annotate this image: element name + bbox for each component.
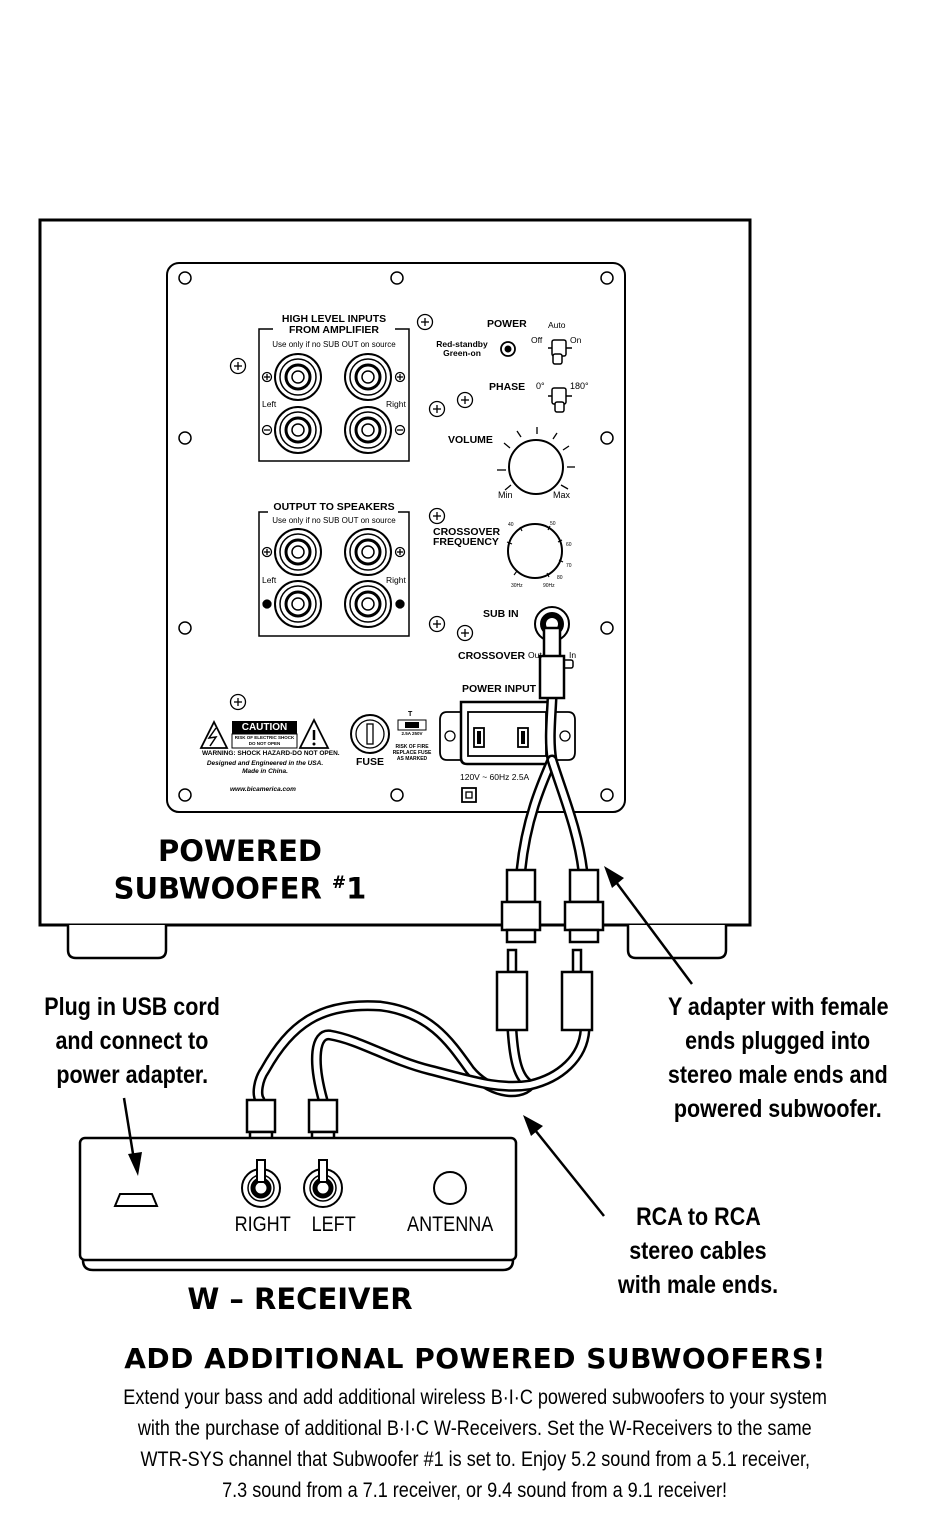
- power-label: POWER: [487, 318, 527, 330]
- antenna-jack[interactable]: [433, 1171, 467, 1205]
- footer-heading: ADD ADDITIONAL POWERED SUBWOOFERS!: [124, 1342, 826, 1375]
- high-level-right-label: Right: [386, 399, 406, 409]
- powered-subwoofer-title: POWERED SUBWOOFER #1: [113, 834, 367, 906]
- fuse-label: FUSE: [356, 756, 385, 768]
- rca-male-ends: [495, 948, 594, 1032]
- freq-tick-90hz: 90Hz: [543, 583, 555, 589]
- lightning-warning-icon: [199, 719, 229, 749]
- right-rca-jack[interactable]: [241, 1159, 281, 1208]
- fuse-rating-text: 2.5A 250V: [401, 731, 423, 736]
- amplifier-panel: [166, 262, 626, 813]
- fuse-holder[interactable]: [350, 714, 390, 754]
- w-receiver-title: W – RECEIVER: [187, 1282, 413, 1316]
- power-off-label: Off: [531, 335, 543, 345]
- caution-label-box: [232, 721, 297, 734]
- crossover-in-label: In: [569, 650, 577, 660]
- y-adapter-plug: [538, 626, 566, 700]
- freq-tick-30hz: 30Hz: [511, 583, 523, 589]
- volume-label: VOLUME: [448, 434, 493, 446]
- left-jack-label: LEFT: [311, 1213, 357, 1236]
- exclamation-warning-icon: [298, 717, 330, 749]
- usb-instructions: Plug in USB cord and connect to power ad…: [44, 993, 220, 1089]
- power-input-socket[interactable]: [439, 700, 576, 766]
- antenna-jack-label: ANTENNA: [407, 1213, 494, 1236]
- output-to-speakers-title: OUTPUT TO SPEAKERS: [273, 501, 395, 513]
- crossover-frequency-knob[interactable]: [506, 523, 564, 579]
- cabinet-foot-right: [626, 925, 728, 960]
- power-auto-label: Auto: [548, 320, 566, 330]
- usb-arrow: [122, 1097, 142, 1176]
- voltage-label: 120V ~ 60Hz 2.5A: [460, 772, 530, 782]
- y-adapter-description: Y adapter with female ends plugged into …: [667, 993, 889, 1123]
- sub-in-label: SUB IN: [483, 608, 519, 620]
- power-input-label: POWER INPUT: [462, 683, 537, 695]
- right-jack-label: RIGHT: [234, 1213, 291, 1236]
- caution-label: CAUTION: [241, 722, 288, 733]
- power-switch[interactable]: [548, 339, 572, 365]
- polarity-marks-bottom: [261, 546, 406, 609]
- usb-port[interactable]: [113, 1193, 159, 1207]
- freq-tick-50: 50: [550, 521, 556, 527]
- fuse-rating-symbol: [397, 719, 427, 731]
- freq-tick-60: 60: [566, 542, 572, 548]
- y-adapter-arrow: [604, 866, 694, 985]
- fuse-rating-t: T: [408, 711, 413, 718]
- website-text: www.bicamerica.com: [230, 786, 296, 793]
- rca-cable-description: RCA to RCA stereo cables with male ends.: [617, 1203, 779, 1299]
- output-note: Use only if no SUB OUT on source: [272, 516, 396, 525]
- volume-knob[interactable]: [497, 427, 575, 495]
- freq-tick-70: 70: [566, 563, 572, 569]
- output-left-label: Left: [262, 575, 277, 585]
- phase-180-label: 180°: [570, 381, 589, 391]
- freq-tick-40: 40: [508, 522, 514, 528]
- output-right-label: Right: [386, 575, 406, 585]
- freq-tick-80: 80: [557, 575, 563, 581]
- cabinet-foot-left: [66, 925, 168, 960]
- warning-text: WARNING: SHOCK HAZARD-DO NOT OPEN.: [202, 750, 340, 757]
- designed-text: Designed and Engineered in the USA.Made …: [206, 760, 324, 775]
- y-adapter-female-ends: [500, 868, 605, 944]
- rca-cable-arrow: [523, 1115, 605, 1217]
- volume-max-label: Max: [553, 490, 571, 500]
- high-level-note: Use only if no SUB OUT on source: [272, 340, 396, 349]
- volume-min-label: Min: [498, 490, 513, 500]
- polarity-marks-top: [261, 371, 406, 436]
- footer-body: Extend your bass and add additional wire…: [123, 1386, 827, 1502]
- crossover-out-label: Out: [528, 650, 542, 660]
- left-rca-jack[interactable]: [303, 1159, 343, 1208]
- power-on-label: On: [570, 335, 582, 345]
- phase-switch[interactable]: [548, 387, 572, 413]
- w-receiver-box: [78, 1136, 518, 1272]
- phase-label: PHASE: [489, 381, 526, 393]
- high-level-left-label: Left: [262, 399, 277, 409]
- crossover-label: CROSSOVER: [458, 650, 526, 662]
- phase-0-label: 0°: [536, 381, 545, 391]
